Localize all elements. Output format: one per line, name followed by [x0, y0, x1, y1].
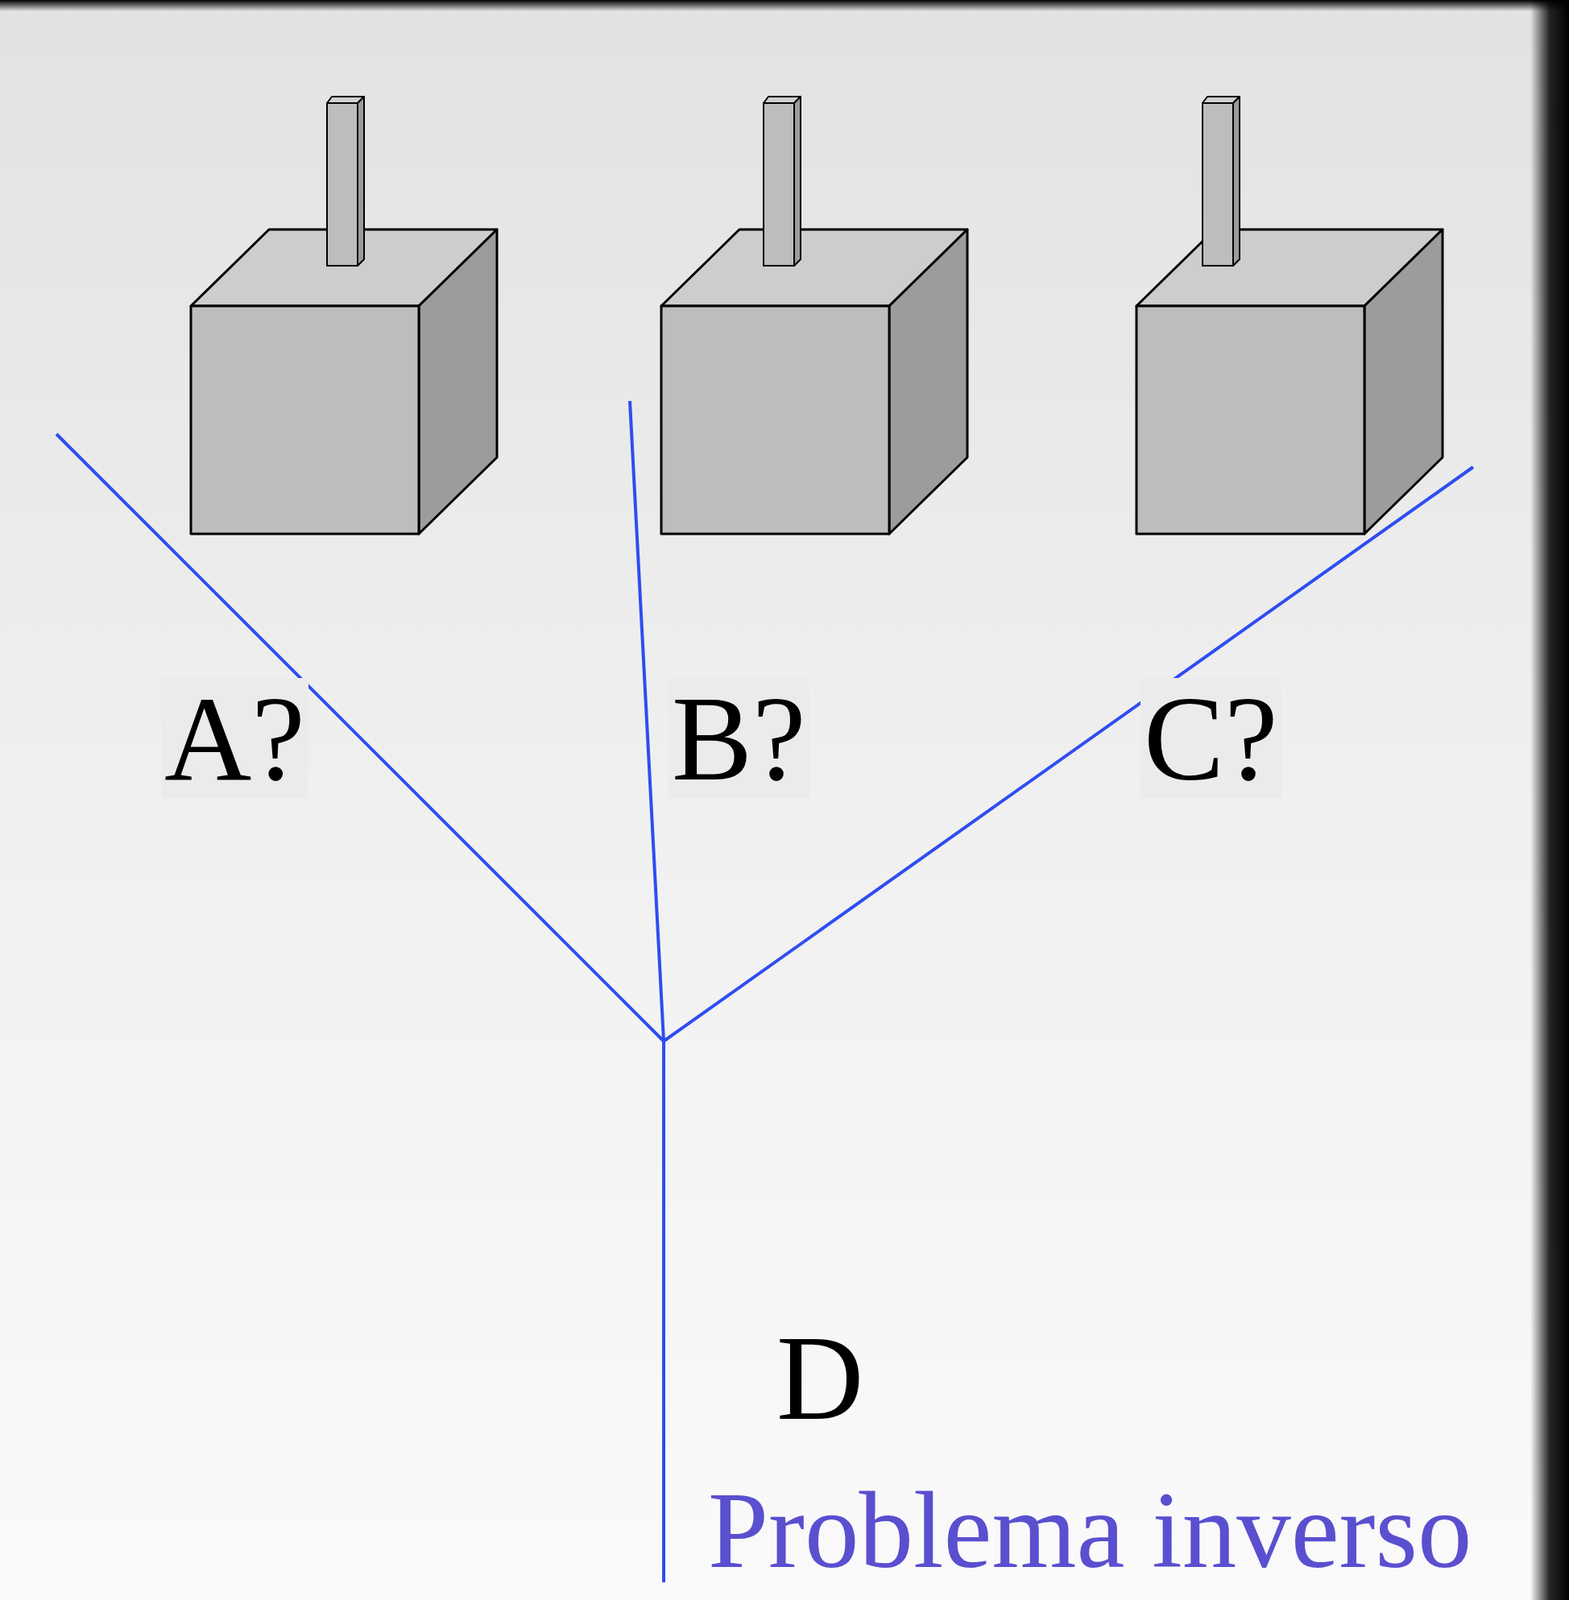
branch-label: A?	[161, 678, 309, 799]
cube	[190, 96, 497, 535]
cube	[661, 96, 968, 535]
dark-edge	[0, 0, 1569, 12]
caption-label: Problema inverso	[704, 1476, 1476, 1586]
branch-label: C?	[1140, 678, 1282, 799]
trunk-label: D	[773, 1317, 867, 1439]
tree-lines	[56, 401, 1474, 1583]
cube	[1136, 96, 1443, 535]
branch-label: B?	[668, 678, 810, 799]
dark-edge	[1530, 0, 1569, 1600]
